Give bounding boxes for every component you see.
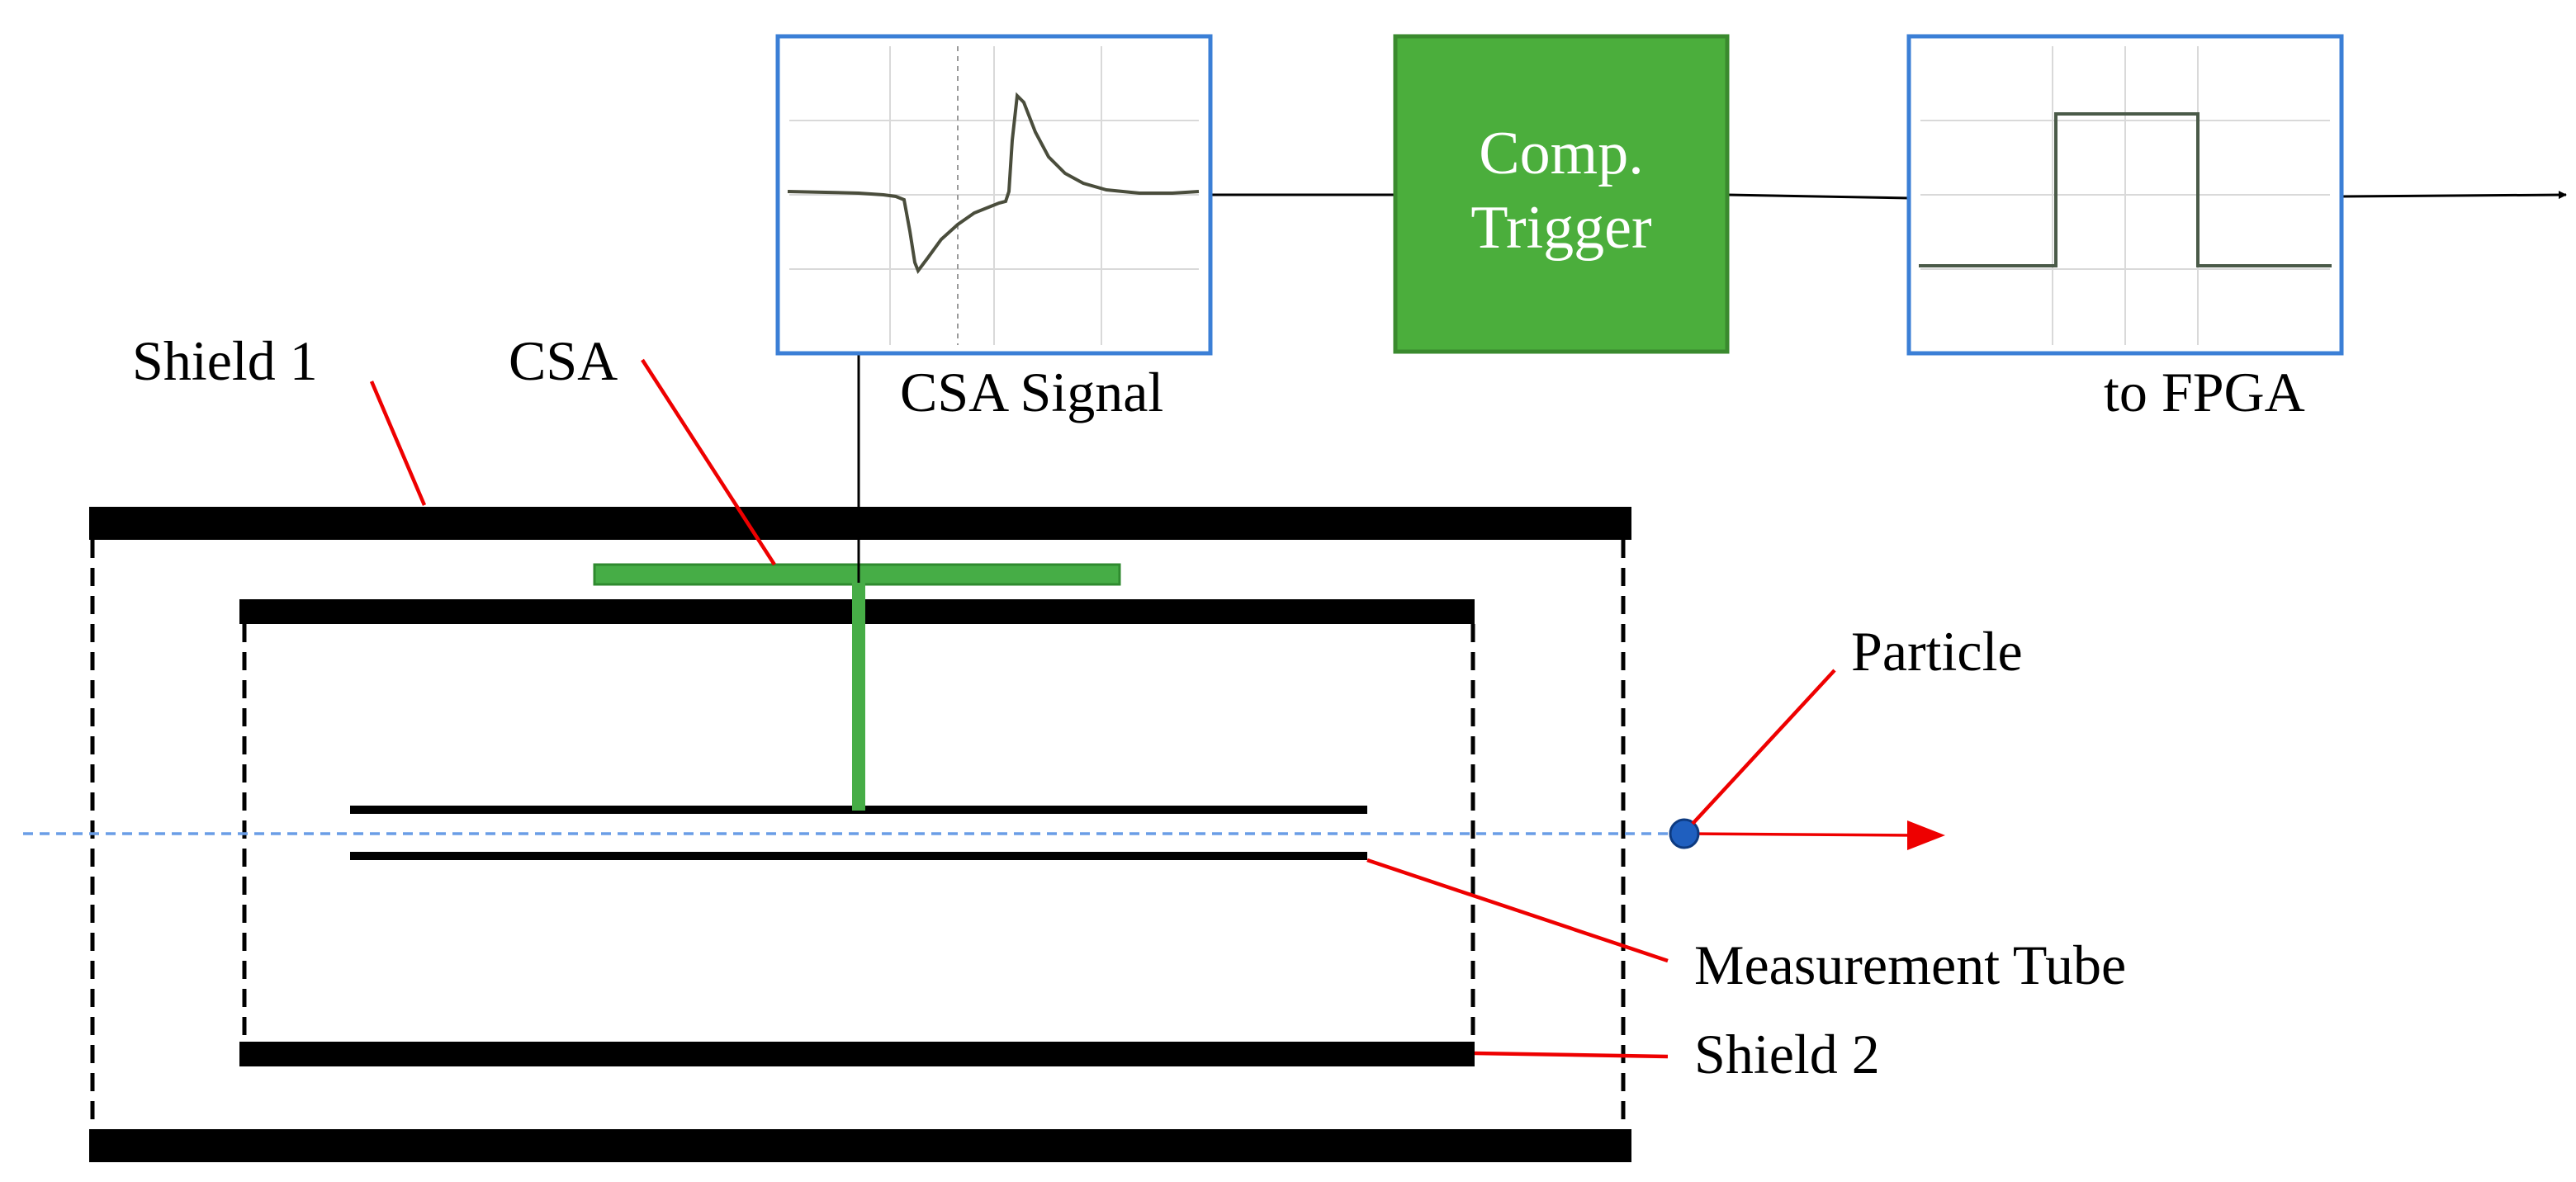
leader-line-measurement-tube (1366, 858, 1669, 963)
csa-label: CSA (509, 329, 618, 392)
wire-trigger-to-scope2 (1726, 193, 1910, 200)
fpga-output-scope (1906, 34, 2344, 356)
leader-line-shield2 (1474, 1051, 1669, 1059)
shield1-label: Shield 1 (132, 329, 318, 392)
particle-dot (1669, 818, 1700, 849)
to-fpga-label: to FPGA (2104, 361, 2305, 423)
csa-waveform (787, 92, 1200, 275)
csa-signal-label: CSA Signal (900, 361, 1163, 423)
shield1-top-plate (89, 507, 1631, 540)
particle-label: Particle (1851, 620, 2023, 683)
measurement-tube-label: Measurement Tube (1694, 934, 2126, 996)
csa-electrode-stem (852, 583, 865, 811)
comp-trigger-label-line1: Comp. (1479, 120, 1643, 187)
measurement-tube-bottom-wall (350, 852, 1367, 860)
comp-trigger-box: Comp. Trigger (1393, 34, 1730, 354)
shield1-bottom-plate (89, 1129, 1631, 1162)
digital-pulse-waveform (1919, 112, 2332, 267)
output-arrow (2341, 191, 2567, 200)
csa-electrode-plate (593, 563, 1121, 586)
leader-line-csa (641, 358, 776, 566)
particle-arrow (1687, 832, 1916, 837)
leader-line-particle (1691, 669, 1836, 825)
comp-trigger-label-line2: Trigger (1470, 194, 1651, 262)
shield2-bottom-plate (239, 1042, 1475, 1066)
leader-line-shield1 (369, 381, 427, 506)
shield2-label: Shield 2 (1694, 1023, 1880, 1085)
csa-signal-scope (775, 34, 1213, 356)
particle-arrowhead (1907, 820, 1945, 850)
